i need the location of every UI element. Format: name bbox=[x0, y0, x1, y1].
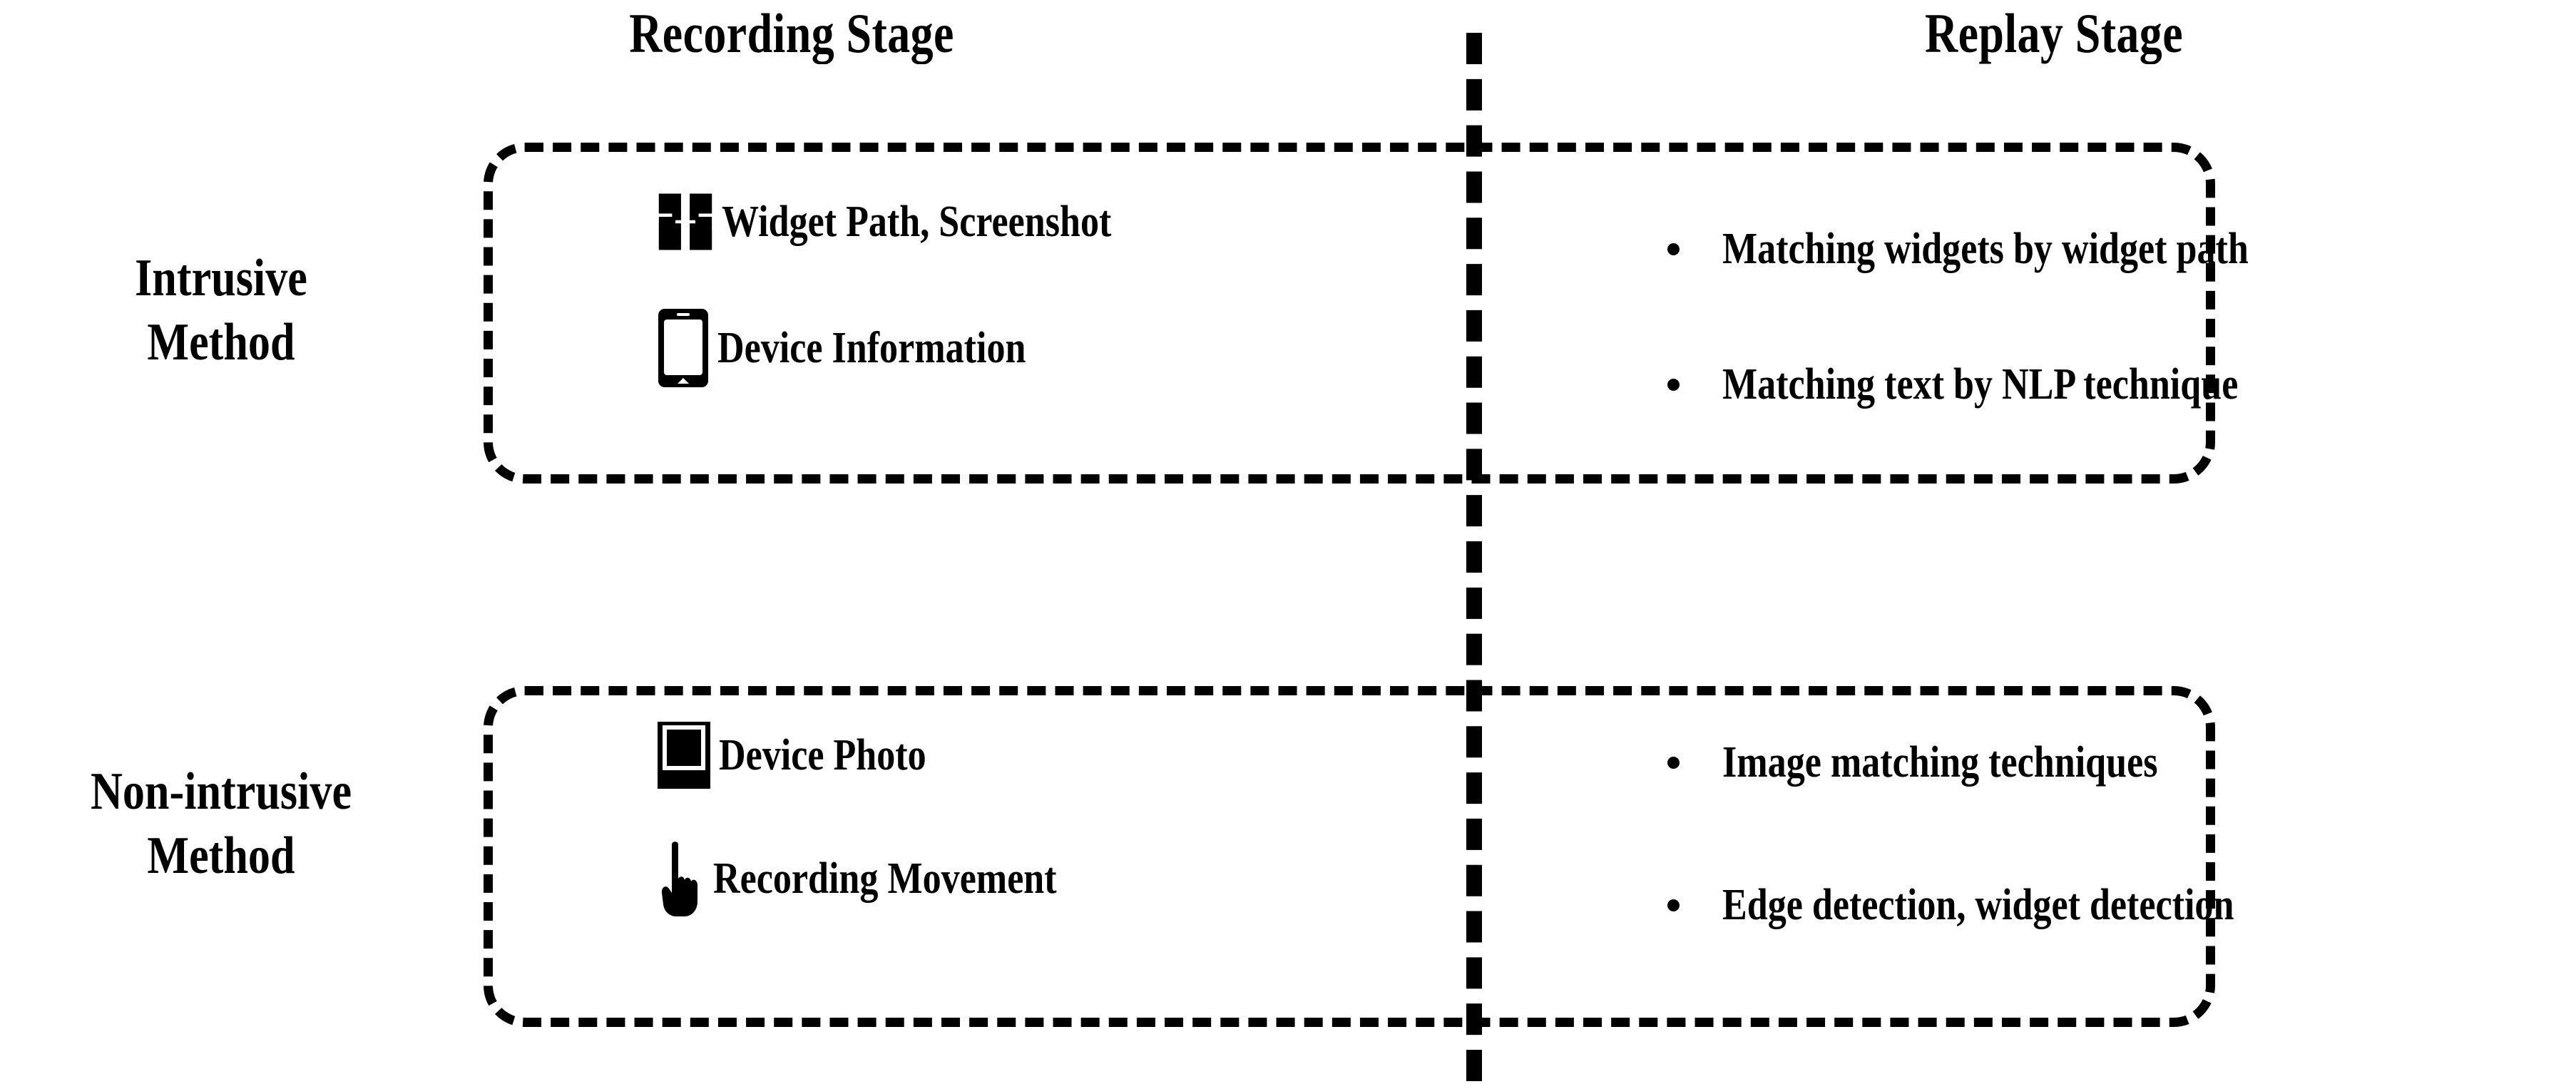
photo-frame-icon bbox=[658, 722, 710, 789]
bullet-dot-icon bbox=[1667, 899, 1680, 911]
replay-bullet-image-matching: Image matching techniques bbox=[1667, 740, 2241, 784]
replay-bullet-label: Matching widgets by widget path bbox=[1722, 225, 2249, 273]
row-label-intrusive-method: Intrusive Method bbox=[24, 246, 419, 375]
recording-item-device-information: Device Information bbox=[658, 308, 1085, 388]
row-label-line-1: Non-intrusive bbox=[90, 762, 352, 821]
replay-bullet-matching-text-nlp: Matching text by NLP technique bbox=[1667, 362, 2336, 407]
recording-item-widget-path: Widget Path, Screenshot bbox=[658, 193, 1185, 251]
bullet-dot-icon bbox=[1667, 756, 1680, 769]
recording-item-device-photo: Device Photo bbox=[658, 722, 966, 789]
replay-bullet-label: Image matching techniques bbox=[1722, 738, 2158, 787]
bullet-dot-icon bbox=[1667, 378, 1680, 391]
replay-bullet-edge-detection: Edge detection, widget detection bbox=[1667, 883, 2331, 927]
recording-item-label: Recording Movement bbox=[713, 854, 1057, 903]
column-header-recording-stage: Recording Stage bbox=[629, 2, 954, 64]
replay-bullet-label: Matching text by NLP technique bbox=[1722, 360, 2239, 409]
row-label-line-1: Intrusive bbox=[135, 249, 307, 307]
recording-item-label: Device Information bbox=[717, 324, 1026, 372]
row-label-line-2: Method bbox=[147, 827, 295, 886]
bullet-dot-icon bbox=[1667, 242, 1680, 255]
smartphone-icon bbox=[658, 308, 709, 388]
recording-item-label: Widget Path, Screenshot bbox=[722, 198, 1112, 246]
row-label-non-intrusive-method: Non-intrusive Method bbox=[24, 760, 419, 889]
non-intrusive-method-box bbox=[484, 686, 2215, 1027]
replay-bullet-label: Edge detection, widget detection bbox=[1722, 881, 2234, 929]
intrusive-method-box bbox=[484, 143, 2215, 484]
widget-grid-icon bbox=[658, 193, 713, 251]
stage-divider-line bbox=[1466, 33, 1482, 1081]
pointing-hand-icon bbox=[658, 840, 705, 917]
column-header-replay-stage: Replay Stage bbox=[1924, 2, 2184, 64]
replay-bullet-matching-widgets: Matching widgets by widget path bbox=[1667, 227, 2348, 271]
recording-item-recording-movement: Recording Movement bbox=[658, 840, 1122, 917]
row-label-line-2: Method bbox=[147, 313, 295, 372]
recording-item-label: Device Photo bbox=[719, 731, 926, 779]
